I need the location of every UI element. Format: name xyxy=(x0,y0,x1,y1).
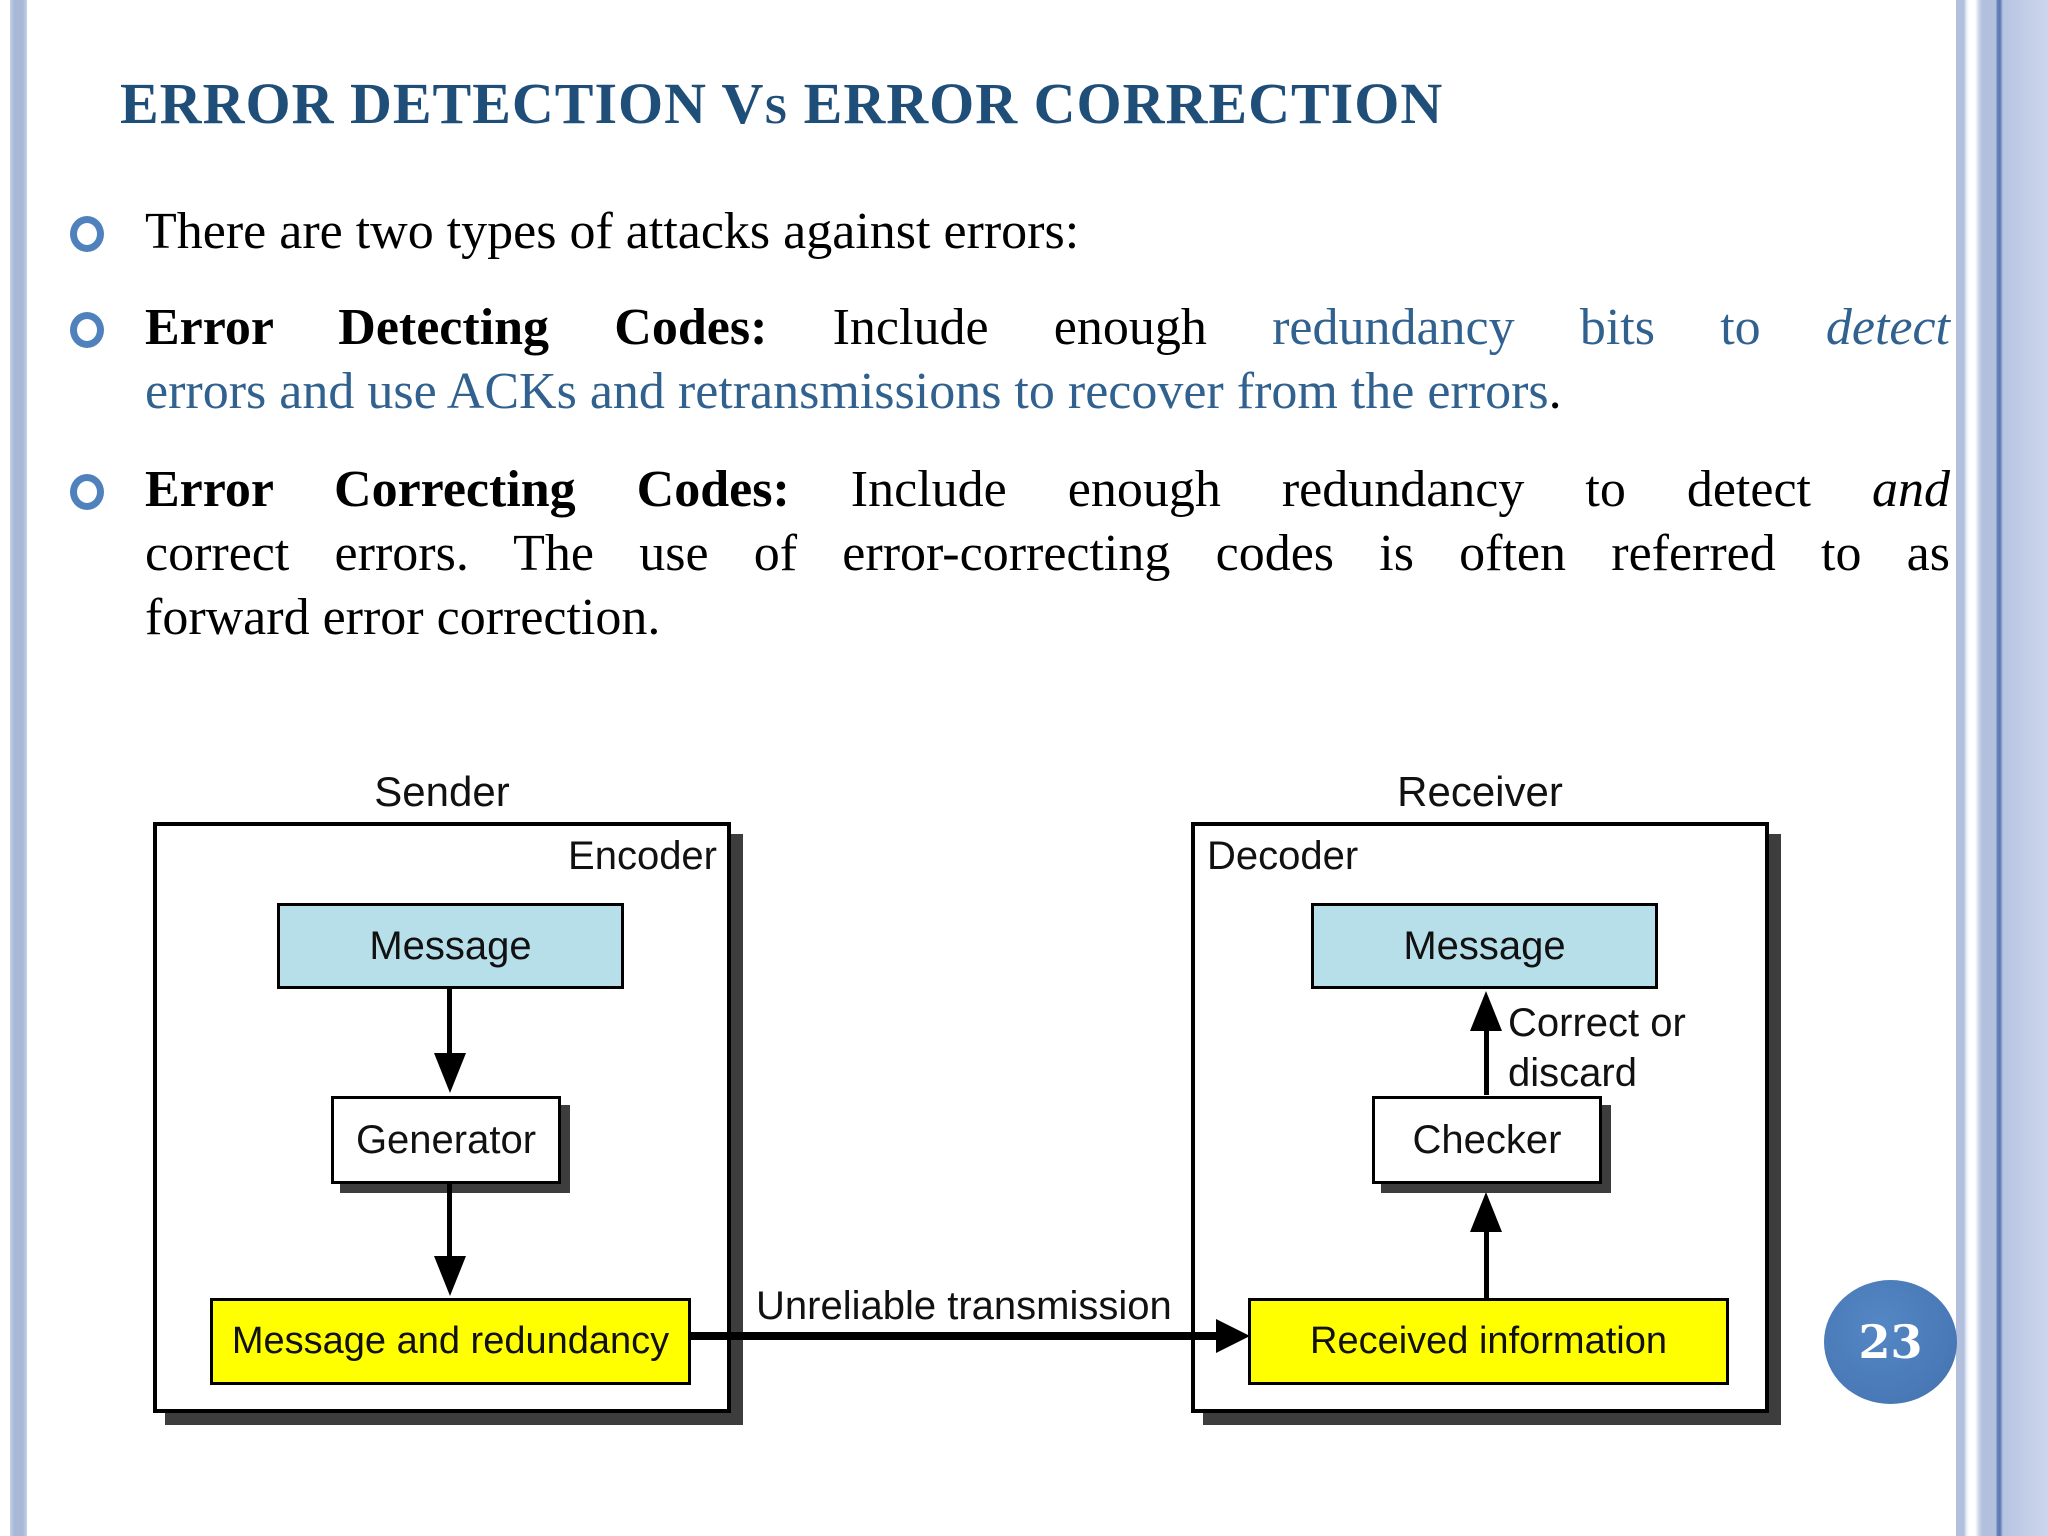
bullet-icon xyxy=(70,312,104,348)
decision-line-2: discard xyxy=(1508,1051,1637,1095)
correct-or-discard-label: Correct or discard xyxy=(1508,998,1686,1098)
bullet-line: There are two types of attacks against e… xyxy=(145,200,1950,264)
decoder-label: Decoder xyxy=(1207,834,1359,878)
bullet-icon xyxy=(70,474,104,510)
bullet-text: correct errors. The use of error-correct… xyxy=(145,525,1950,582)
bullet-text: Error Correcting Codes: xyxy=(145,461,790,518)
message-and-redundancy-box: Message and redundancy xyxy=(210,1298,691,1385)
bullet-text: forward error correction. xyxy=(145,589,661,646)
bullet-text: Error Detecting Codes: xyxy=(145,299,768,356)
bullet-text: errors and use ACKs and retransmissions … xyxy=(145,363,1549,420)
bullet-text: There are two types of attacks against e… xyxy=(145,203,1080,260)
receiver-label: Receiver xyxy=(1397,768,1563,815)
bullet-text: . xyxy=(1548,363,1562,420)
arrow-line xyxy=(1484,1228,1489,1298)
arrow-line xyxy=(1484,1027,1489,1095)
receiver-message-box: Message xyxy=(1311,903,1658,989)
arrow-down-icon xyxy=(434,1256,466,1296)
page-title: ERROR DETECTION Vs ERROR CORRECTION xyxy=(120,71,1444,136)
sender-label: Sender xyxy=(374,768,510,815)
arrow-line xyxy=(447,1184,452,1256)
bullet-text: Include enough xyxy=(767,299,1273,356)
encoder-label: Encoder xyxy=(568,834,717,878)
bullet-icon xyxy=(70,216,104,252)
sender-message-box: Message xyxy=(277,903,624,989)
arrow-up-icon xyxy=(1470,991,1502,1031)
bullet-text: Include enough redundancy to detect xyxy=(789,461,1872,518)
decision-line-1: Correct or xyxy=(1508,1001,1686,1045)
bullet-item-3: Error Correcting Codes: Include enough r… xyxy=(66,458,1950,650)
bullet-line: forward error correction. xyxy=(145,586,1950,650)
checker-box: Checker xyxy=(1372,1096,1602,1184)
unreliable-transmission-label: Unreliable transmission xyxy=(756,1284,1172,1328)
bullet-item-2: Error Detecting Codes: Include enough re… xyxy=(66,296,1950,424)
left-border-stripe xyxy=(10,0,27,1536)
bullet-line: Error Correcting Codes: Include enough r… xyxy=(145,458,1950,522)
arrow-up-icon xyxy=(1470,1192,1502,1232)
bullet-line: correct errors. The use of error-correct… xyxy=(145,522,1950,586)
transmission-arrow-line xyxy=(691,1332,1218,1340)
bullet-text: redundancy bits to xyxy=(1272,299,1826,356)
bullet-item-1: There are two types of attacks against e… xyxy=(66,200,1950,264)
right-border-stripe xyxy=(1956,0,2048,1536)
bullet-text: detect xyxy=(1825,299,1950,356)
generator-box: Generator xyxy=(331,1096,561,1184)
arrow-down-icon xyxy=(434,1053,466,1093)
arrow-line xyxy=(447,989,452,1055)
received-information-box: Received information xyxy=(1248,1298,1729,1385)
bullet-line: Error Detecting Codes: Include enough re… xyxy=(145,296,1950,360)
bullet-text: and xyxy=(1872,461,1950,518)
page-number-badge: 23 xyxy=(1824,1280,1957,1404)
bullet-line: errors and use ACKs and retransmissions … xyxy=(145,360,1950,424)
arrow-right-icon xyxy=(1216,1319,1250,1353)
